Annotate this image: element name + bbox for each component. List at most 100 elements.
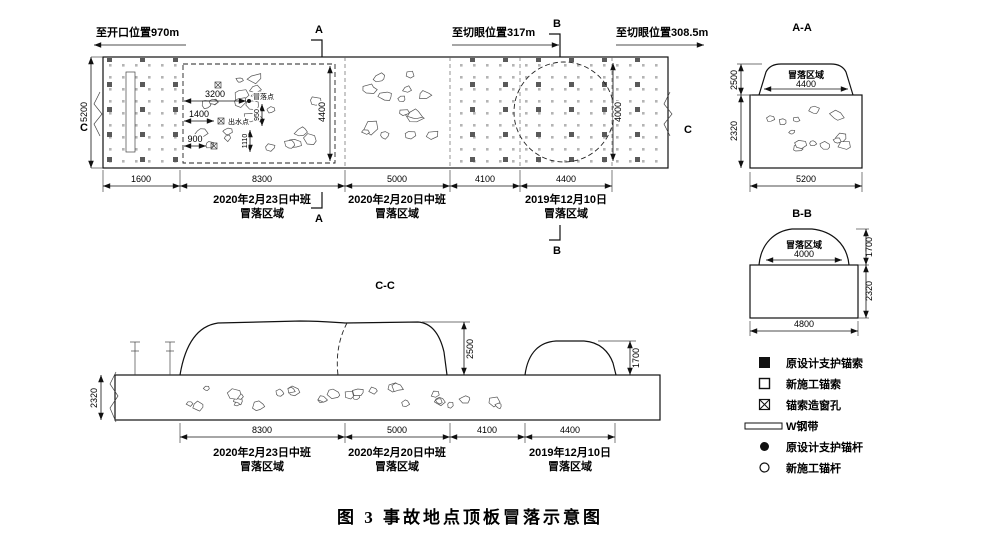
aa-dim-2320: 2320 bbox=[729, 121, 739, 141]
bb-fall-label: 冒落区域 bbox=[786, 239, 822, 250]
plan-bottom-dims: 1600 8300 5000 4100 4400 bbox=[102, 170, 613, 192]
rock bbox=[235, 77, 244, 83]
section-bb-title: B-B bbox=[792, 208, 812, 220]
cc-area2-line1: 2020年2月20日中班 bbox=[348, 445, 446, 459]
rock bbox=[404, 131, 417, 140]
crossed-square-icon bbox=[742, 398, 786, 411]
rock bbox=[399, 109, 411, 116]
w-steel-band-icon bbox=[742, 421, 786, 431]
rock bbox=[250, 91, 267, 99]
marker-c-left: C bbox=[80, 122, 88, 134]
section-cc-title: C-C bbox=[375, 280, 395, 292]
bb-dim-4800: 4800 bbox=[794, 319, 814, 329]
dim-4400: 4400 bbox=[317, 102, 327, 122]
roadway-outline bbox=[102, 56, 669, 169]
rock bbox=[401, 399, 411, 407]
rock bbox=[377, 91, 392, 101]
rock bbox=[380, 131, 390, 140]
rock bbox=[488, 396, 501, 408]
cc-area3-line1: 2019年12月10日 bbox=[529, 445, 611, 459]
cc-area1-line1: 2020年2月23日中班 bbox=[213, 445, 311, 459]
legend: 原设计支护锚索 新施工锚索 锚索造窗孔 W钢带 原设计支护锚杆 bbox=[742, 352, 863, 478]
aa-body bbox=[749, 94, 863, 169]
cc-mound-1 bbox=[179, 320, 448, 376]
rock bbox=[832, 137, 842, 144]
rock bbox=[226, 388, 242, 400]
legend-item: 新施工锚杆 bbox=[742, 457, 863, 478]
interior-dims: 3200 冒落点 950 1400 出水点 1110 900 bbox=[184, 81, 276, 152]
cc-mound-divider bbox=[336, 322, 348, 376]
w-steel-band bbox=[125, 71, 136, 153]
dim-1600: 1600 bbox=[131, 174, 151, 184]
rock bbox=[222, 127, 233, 135]
marker-a-bottom: A bbox=[315, 213, 323, 225]
bb-dim-1700: 1700 bbox=[864, 237, 874, 257]
break-line-right bbox=[663, 91, 673, 137]
dim-8300: 8300 bbox=[252, 174, 272, 184]
cable-pattern-left bbox=[104, 58, 180, 167]
rock bbox=[287, 386, 296, 394]
marker-b-top: B bbox=[553, 18, 561, 30]
legend-item: 新施工锚索 bbox=[742, 373, 863, 394]
filled-circle-icon bbox=[742, 440, 786, 453]
rock bbox=[326, 388, 341, 399]
legend-item: 锚索造窗孔 bbox=[742, 394, 863, 415]
area3-line2: 冒落区域 bbox=[544, 206, 588, 220]
section-marker-b: B B bbox=[549, 18, 561, 257]
cc-dim-5000: 5000 bbox=[387, 425, 407, 435]
hollow-square-icon bbox=[742, 377, 786, 390]
aa-dim-4400: 4400 bbox=[796, 79, 816, 89]
cc-dim-4100: 4100 bbox=[477, 425, 497, 435]
window-hole-icon bbox=[217, 117, 225, 125]
rock bbox=[284, 139, 296, 149]
rock bbox=[494, 402, 502, 410]
dim-4100: 4100 bbox=[475, 174, 495, 184]
bb-body bbox=[749, 264, 859, 319]
area1-line1: 2020年2月23日中班 bbox=[213, 192, 311, 206]
legend-label: 锚索造窗孔 bbox=[786, 399, 841, 412]
rock bbox=[352, 388, 364, 396]
rock bbox=[245, 100, 259, 111]
rock bbox=[252, 400, 266, 411]
legend-label: W钢带 bbox=[786, 420, 819, 433]
cc-area-labels: 2020年2月23日中班 冒落区域 2020年2月20日中班 冒落区域 2019… bbox=[213, 445, 611, 473]
rock bbox=[425, 130, 439, 140]
dim-ticks bbox=[102, 170, 613, 192]
rock bbox=[303, 133, 317, 145]
window-hole-icon bbox=[214, 81, 222, 89]
rock bbox=[766, 115, 776, 122]
cc-dim-2500: 2500 bbox=[465, 339, 475, 359]
rock bbox=[368, 386, 378, 395]
aa-dim-5200: 5200 bbox=[796, 174, 816, 184]
rock bbox=[406, 108, 424, 120]
section-marker-c: C C bbox=[80, 91, 692, 137]
legend-item: 原设计支护锚杆 bbox=[742, 436, 863, 457]
rock bbox=[405, 70, 415, 79]
rock bbox=[794, 140, 808, 149]
rock bbox=[344, 390, 354, 400]
plan-view: 4400 4000 5200 至开口位置970m 至切眼位置317m 至切眼位置… bbox=[79, 18, 709, 257]
rock bbox=[793, 116, 801, 123]
aa-fall-label: 冒落区域 bbox=[788, 69, 824, 80]
rock bbox=[391, 382, 404, 393]
bb-dim-4000: 4000 bbox=[794, 249, 814, 259]
rock bbox=[243, 113, 260, 123]
rock bbox=[837, 141, 851, 150]
rock bbox=[265, 143, 276, 152]
cc-break-line bbox=[109, 371, 119, 423]
rock bbox=[317, 395, 329, 403]
section-aa: A-A 冒落区域 4400 2500 2320 5200 bbox=[729, 22, 863, 192]
rock bbox=[192, 400, 204, 412]
rock bbox=[809, 140, 818, 147]
fall-area-1-boundary bbox=[182, 63, 336, 164]
hollow-circle-icon bbox=[742, 461, 786, 474]
legend-item: 原设计支护锚索 bbox=[742, 352, 863, 373]
support-mark bbox=[165, 341, 175, 375]
anchor-dot bbox=[247, 99, 251, 103]
rock bbox=[194, 128, 209, 138]
dim-5000: 5000 bbox=[387, 174, 407, 184]
rock bbox=[223, 134, 231, 143]
aa-dim-2500: 2500 bbox=[729, 70, 739, 90]
